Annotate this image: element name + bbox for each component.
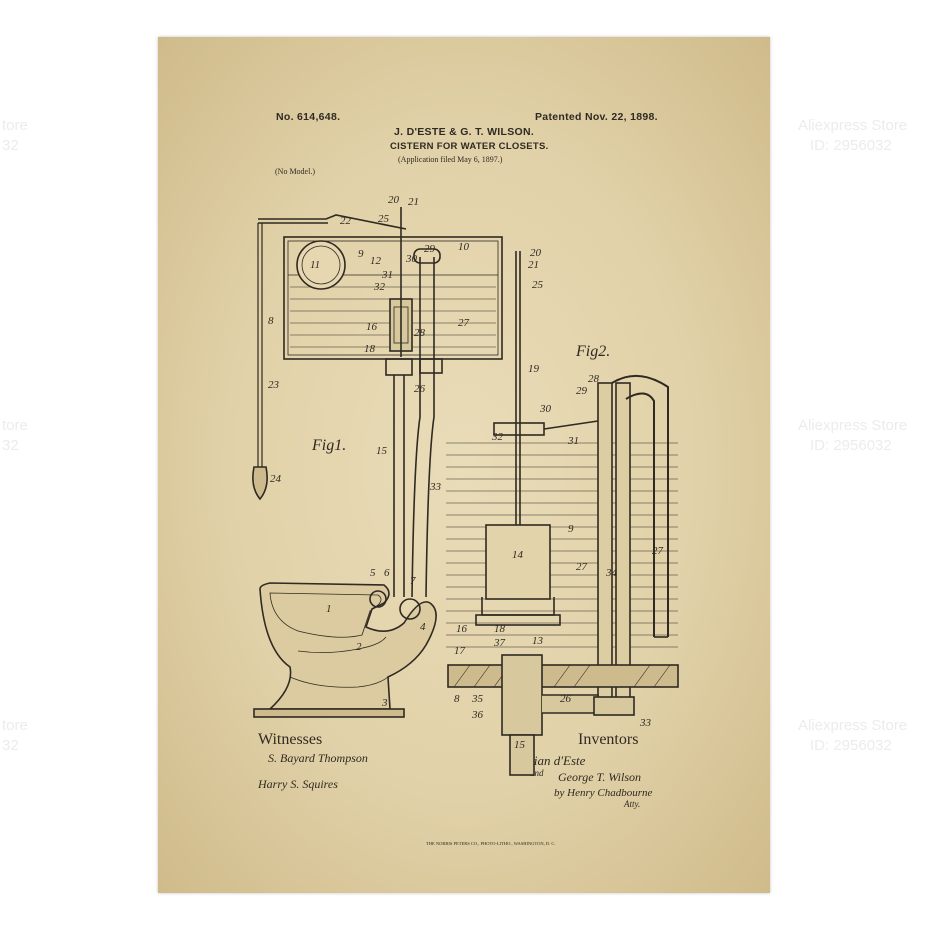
reference-numeral: 24 (270, 473, 281, 485)
fig2-water (446, 442, 678, 648)
reference-numeral: 8 (268, 315, 274, 327)
reference-numeral: 3 (382, 697, 388, 709)
reference-numeral: 30 (540, 403, 551, 415)
fig2-float-cylinder (485, 524, 551, 600)
pull-handle (252, 466, 268, 501)
reference-numeral: 28 (588, 373, 599, 385)
reference-numeral: 20 (530, 247, 541, 259)
reference-numeral: 31 (382, 269, 393, 281)
reference-numeral: 18 (364, 343, 375, 355)
reference-numeral: 15 (376, 445, 387, 457)
reference-numeral: 28 (414, 327, 425, 339)
reference-numeral: 32 (492, 431, 503, 443)
reference-numeral: 33 (430, 481, 441, 493)
reference-numeral: 4 (420, 621, 426, 633)
reference-numeral: 20 (388, 194, 399, 206)
reference-numeral: 13 (532, 635, 543, 647)
reference-numeral: 16 (366, 321, 377, 333)
reference-numeral: 36 (472, 709, 483, 721)
reference-numeral: 33 (640, 717, 651, 729)
fig1-label: Fig1. (312, 437, 347, 454)
reference-numeral: 29 (424, 243, 435, 255)
patent-inventors: J. D'ESTE & G. T. WILSON. (394, 126, 535, 138)
footer-printer: THE NORRIS PETERS CO., PHOTO-LITHO., WAS… (426, 841, 556, 846)
pull-chain (257, 223, 263, 467)
reference-numeral: 35 (472, 693, 483, 705)
reference-numeral: 18 (494, 623, 505, 635)
reference-numeral: 29 (576, 385, 587, 397)
reference-numeral: 14 (512, 549, 523, 561)
reference-numeral: 32 (374, 281, 385, 293)
reference-numeral: 9 (568, 523, 574, 535)
reference-numeral: 5 (370, 567, 376, 579)
no-model-note: (No Model.) (275, 167, 315, 176)
atty-text: Atty. (624, 799, 641, 809)
reference-numeral: 21 (528, 259, 539, 271)
reference-numeral: 26 (560, 693, 571, 705)
application-date: (Application filed May 6, 1897.) (398, 155, 503, 164)
float-ball (296, 240, 346, 290)
reference-numeral: 16 (456, 623, 467, 635)
reference-numeral: 21 (408, 196, 419, 208)
reference-numeral: 31 (568, 435, 579, 447)
reference-numeral: 6 (384, 567, 390, 579)
reference-numeral: 8 (454, 693, 460, 705)
attorney-signature: by Henry Chadbourne (554, 787, 653, 799)
patent-title: CISTERN FOR WATER CLOSETS. (390, 141, 549, 152)
patent-number: No. 614,648. (276, 111, 341, 123)
and-text: and (530, 768, 544, 778)
reference-numeral: 7 (410, 575, 416, 587)
reference-numeral: 30 (406, 253, 417, 265)
witness-signature-2: Harry S. Squires (258, 777, 338, 791)
reference-numeral: 1 (326, 603, 332, 615)
inventor-signature-1: Julian d'Este (518, 753, 586, 768)
reference-numeral: 27 (576, 561, 587, 573)
fig2-label: Fig2. (576, 343, 611, 360)
reference-numeral: 23 (268, 379, 279, 391)
reference-numeral: 22 (340, 215, 351, 227)
witness-signature-1: S. Bayard Thompson (268, 751, 368, 765)
reference-numeral: 2 (356, 641, 362, 653)
reference-numeral: 15 (514, 739, 525, 751)
reference-numeral: 12 (370, 255, 381, 267)
inventors-heading: Inventors (578, 731, 639, 748)
reference-numeral: 10 (458, 241, 469, 253)
toilet-bowl (253, 582, 437, 718)
inventor-signature-2: George T. Wilson (558, 770, 641, 784)
reference-numeral: 9 (358, 248, 364, 260)
reference-numeral: 11 (310, 259, 321, 271)
patent-date: Patented Nov. 22, 1898. (535, 111, 658, 123)
reference-numeral: 34 (606, 567, 617, 579)
patent-poster: No. 614,648. Patented Nov. 22, 1898. J. … (158, 37, 770, 893)
witnesses-heading: Witnesses (258, 731, 323, 748)
reference-numeral: 25 (532, 279, 543, 291)
reference-numeral: 27 (652, 545, 663, 557)
reference-numeral: 17 (454, 645, 465, 657)
reference-numeral: 27 (458, 317, 469, 329)
patent-drawing (252, 207, 679, 776)
reference-numeral: 26 (414, 383, 425, 395)
reference-numeral: 19 (528, 363, 539, 375)
lever-arm (258, 214, 407, 230)
fig2-base-plate (447, 664, 679, 688)
reference-numeral: 37 (494, 637, 505, 649)
reference-numeral: 25 (378, 213, 389, 225)
